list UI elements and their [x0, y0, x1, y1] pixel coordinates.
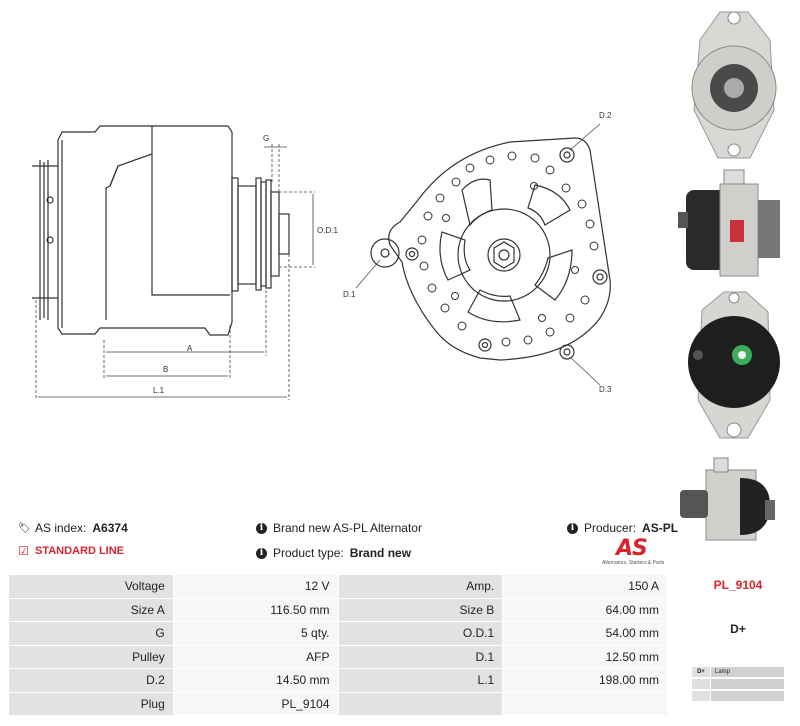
front-view-housing — [388, 137, 611, 361]
pin-row — [692, 679, 784, 689]
photo-rear-view[interactable] — [688, 291, 780, 439]
product-photos — [678, 11, 780, 541]
photo-front-view[interactable] — [691, 11, 777, 159]
checkbox-checked-icon: ☑ — [18, 543, 29, 558]
dim-d2-label: D.2 — [599, 111, 612, 120]
tag-icon: 🏷︎ — [18, 522, 31, 534]
pin-row: D+ Lamp — [692, 667, 784, 677]
standard-line: ☑ STANDARD LINE — [18, 543, 125, 558]
side-view-housing — [57, 125, 233, 336]
dim-d3-label: D.3 — [599, 385, 612, 394]
plug-pin-table: D+ Lamp — [692, 667, 784, 703]
as-index: 🏷︎ AS index: A6374 — [18, 521, 128, 535]
dim-g-label: G — [263, 134, 269, 143]
product-description: i Brand new AS-PL Alternator — [256, 521, 422, 535]
dim-b-label: B — [163, 365, 168, 374]
dim-od1-label: O.D.1 — [317, 226, 338, 235]
table-row: D.2 14.50 mm L.1 198.00 mm — [8, 668, 668, 693]
info-icon: i — [256, 547, 267, 559]
table-row: Pulley AFP D.1 12.50 mm — [8, 644, 668, 669]
table-row: G 5 qty. O.D.1 54.00 mm — [8, 621, 668, 646]
table-row: Plug PL_9104 — [8, 691, 668, 716]
plug-code-link[interactable]: PL_9104 — [713, 578, 763, 592]
as-index-value: A6374 — [92, 521, 128, 535]
producer: i Producer: AS-PL — [567, 521, 678, 535]
product-type: i Product type: Brand new — [256, 546, 411, 560]
pin-row — [692, 691, 784, 701]
table-row: Voltage 12 V Amp. 150 A — [8, 574, 668, 599]
photo-angle-view[interactable] — [680, 457, 775, 541]
dim-d1-label: D.1 — [343, 290, 356, 299]
as-pl-logo: AS Alternators, Starters & Parts — [602, 536, 665, 566]
info-icon: i — [256, 522, 267, 534]
dim-l1-label: L.1 — [153, 386, 165, 395]
plug-pin-label: D+ — [730, 622, 746, 636]
technical-drawing: G O.D.1 A B L.1 — [32, 111, 612, 400]
spec-table: Voltage 12 V Amp. 150 A Size A 116.50 mm… — [8, 574, 668, 716]
dim-a-label: A — [187, 344, 193, 353]
photo-side-view[interactable] — [678, 169, 780, 277]
table-row: Size A 116.50 mm Size B 64.00 mm — [8, 597, 668, 622]
info-icon: i — [567, 522, 578, 534]
